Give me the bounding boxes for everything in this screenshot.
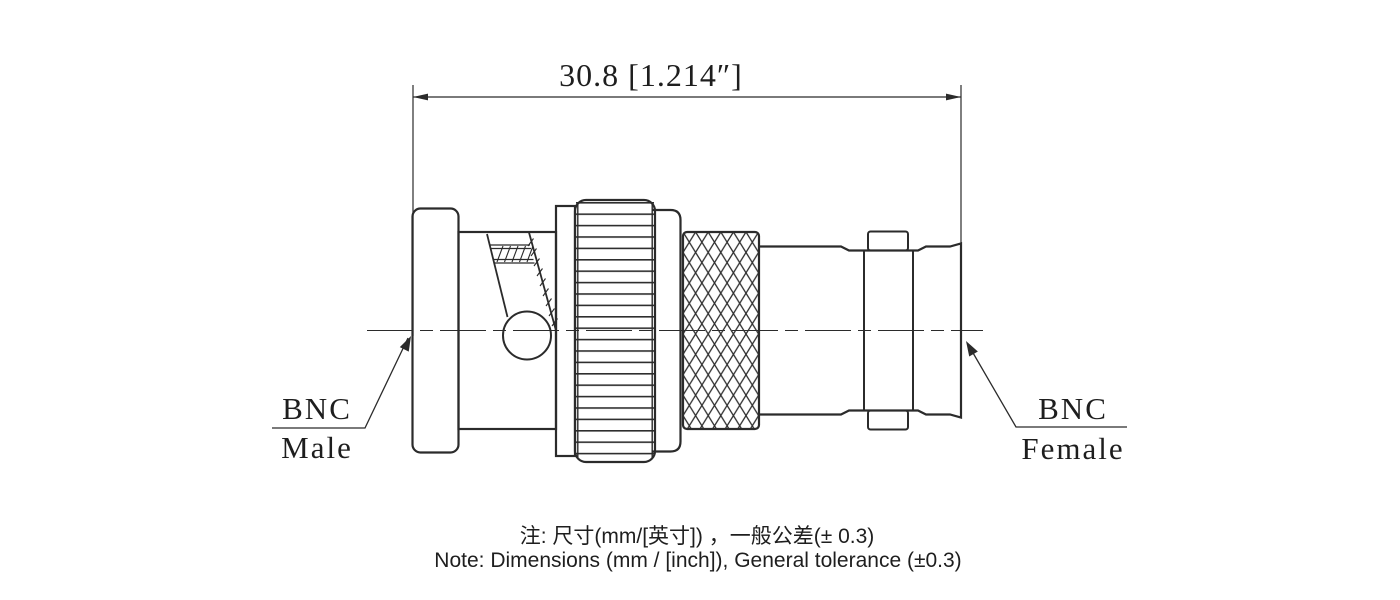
female-label-line2: Female <box>1021 431 1124 466</box>
bayonet-pin-top <box>867 230 909 252</box>
coupling-nut <box>573 198 657 464</box>
note-line-english: Note: Dimensions (mm / [inch]), General … <box>434 549 961 572</box>
bayonet-slot <box>486 232 558 361</box>
note-line-chinese: 注: 尺寸(mm/[英寸]) ，一般公差(± 0.3) <box>520 525 875 548</box>
male-label-line2: Male <box>281 430 353 465</box>
female-label-line1: BNC <box>1038 391 1108 426</box>
coupling-nut-ribs <box>576 202 654 460</box>
bayonet-slot-end-hole <box>502 310 552 361</box>
slot-hatch-ticks <box>496 238 558 327</box>
female-body <box>759 230 963 431</box>
knurled-sleeve <box>681 230 761 431</box>
dimension-arrow-right <box>946 93 961 101</box>
leader-line-male <box>272 337 409 429</box>
dimension-arrow-left <box>413 93 428 101</box>
male-label-line1: BNC <box>282 391 352 426</box>
dimension-value: 30.8 [1.214″] <box>559 57 743 93</box>
coupling-nut-collar <box>652 208 682 453</box>
leader-line-female <box>968 345 1127 428</box>
leader-arrow-female <box>966 341 978 357</box>
bayonet-pin-bottom <box>867 409 909 431</box>
leader-arrow-male <box>399 336 411 352</box>
